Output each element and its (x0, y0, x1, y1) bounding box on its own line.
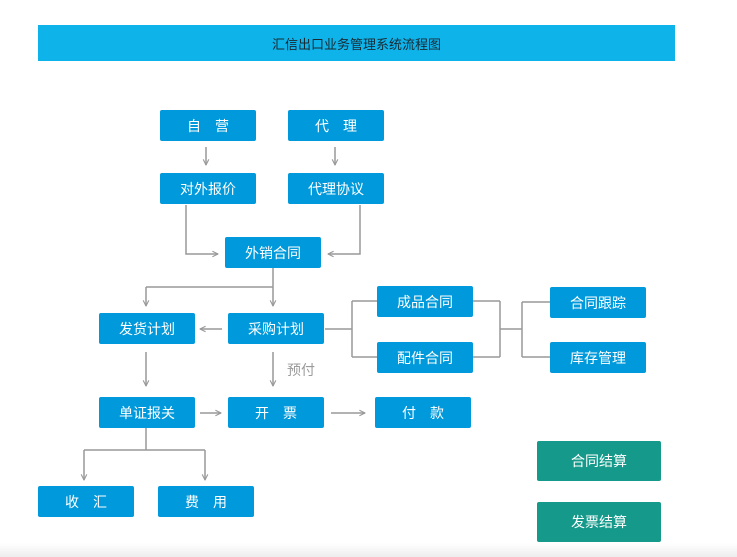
node-parts-contract: 配件合同 (377, 342, 473, 373)
node-product-contract: 成品合同 (377, 286, 473, 317)
node-contract-settlement: 合同结算 (537, 441, 661, 481)
node-contract-tracking: 合同跟踪 (550, 287, 646, 318)
node-external-quote: 对外报价 (160, 173, 256, 204)
node-self-operated: 自 营 (160, 110, 256, 141)
prepay-label: 预付 (287, 363, 315, 379)
node-agency-agreement: 代理协议 (288, 173, 384, 204)
node-invoice-settlement: 发票结算 (537, 502, 661, 542)
arrow-quote-to-contract (185, 205, 218, 254)
node-export-contract: 外销合同 (225, 237, 321, 268)
node-agency: 代 理 (288, 110, 384, 141)
node-purchase-plan: 采购计划 (228, 313, 324, 344)
node-shipment-plan: 发货计划 (99, 313, 195, 344)
page-title: 汇信出口业务管理系统流程图 (38, 25, 675, 61)
arrow-agreement-to-contract (328, 205, 361, 254)
node-collection: 收 汇 (38, 486, 134, 517)
node-inventory-management: 库存管理 (550, 342, 646, 373)
node-document-customs: 单证报关 (99, 397, 195, 428)
node-payment: 付 款 (375, 397, 471, 428)
node-invoicing: 开 票 (228, 397, 324, 428)
bottom-edge-shadow (0, 543, 737, 557)
node-expenses: 费 用 (158, 486, 254, 517)
